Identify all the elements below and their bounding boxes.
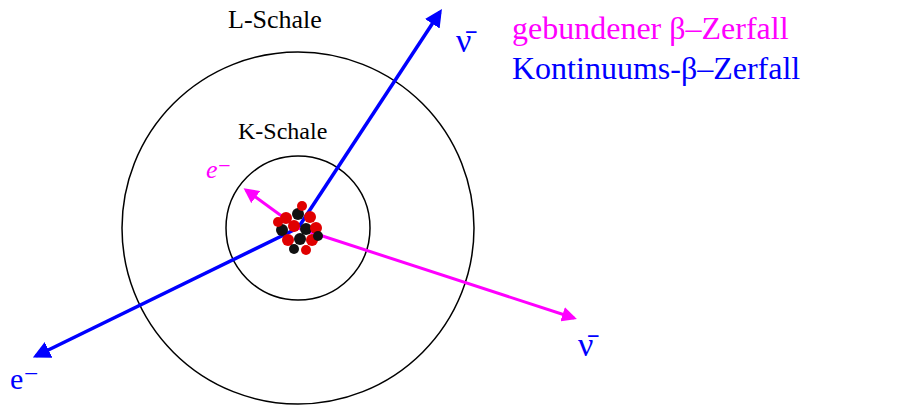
particle-label: ν̄ (578, 326, 593, 363)
legend-item: gebundener β–Zerfall (512, 10, 789, 47)
shell-label: L-Schale (228, 6, 322, 35)
l-shell (122, 52, 474, 404)
particle-label: ν̄ (456, 22, 471, 59)
legend-text: gebundener β–Zerfall (512, 10, 789, 46)
legend-item: Kontinuums-β–Zerfall (512, 50, 800, 87)
legend-text: Kontinuums-β–Zerfall (512, 50, 800, 86)
particle-label: e⁻ (206, 156, 231, 185)
shell-label: K-Schale (236, 118, 329, 144)
electron-arrow (36, 228, 298, 356)
particle-label: e⁻ (10, 362, 39, 395)
antineutrino-arrow (298, 228, 574, 318)
nucleus (273, 201, 323, 255)
k-shell (226, 156, 370, 300)
